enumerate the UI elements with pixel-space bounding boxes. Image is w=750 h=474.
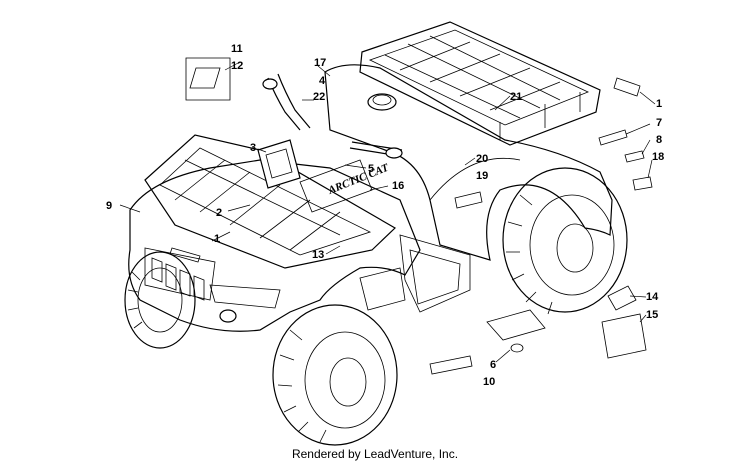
handlebar [257, 73, 403, 189]
callout-8: 8 [656, 134, 662, 146]
callout-3: 3 [250, 142, 256, 154]
front-rack [144, 134, 396, 269]
decal-18 [632, 176, 653, 191]
callout-10: 10 [483, 376, 495, 388]
callout-5: 5 [368, 163, 374, 175]
callout-21: 21 [510, 91, 522, 103]
rear-fender [324, 64, 613, 261]
callout-18: 18 [652, 151, 664, 163]
callout-7: 7 [656, 117, 662, 129]
front-grille [151, 247, 205, 301]
wheel-front-left [124, 251, 196, 349]
headlight [219, 309, 237, 323]
footwell [359, 234, 471, 313]
leader-lines [119, 61, 656, 363]
decal-7 [598, 129, 628, 146]
callout-13: 13 [312, 249, 324, 261]
callout-11: 11 [231, 43, 243, 55]
callout-labels: 11 12 17 4 22 3 5 16 20 19 21 1 7 8 18 9… [106, 43, 664, 388]
callout-19: 19 [476, 170, 488, 182]
callout-20: 20 [476, 153, 488, 165]
callout-6: 6 [490, 359, 496, 371]
callout-16: 16 [392, 180, 404, 192]
callout-1-right: 1 [656, 98, 662, 110]
decal-floor [486, 309, 546, 341]
callout-9: 9 [106, 200, 112, 212]
decal-10 [429, 355, 473, 375]
callout-4: 4 [319, 75, 326, 87]
wheel-front-right [272, 304, 398, 446]
render-credit: Rendered by LeadVenture, Inc. [291, 447, 459, 461]
decal-8 [624, 150, 645, 163]
decal-6 [510, 343, 524, 353]
decal-14-15 [601, 285, 647, 359]
callout-15: 15 [646, 309, 658, 321]
fuel-cap [367, 93, 397, 111]
callout-17: 17 [314, 57, 326, 69]
wheel-rear-right [502, 167, 628, 315]
decal-11-12 [185, 57, 231, 101]
callout-22: 22 [313, 91, 325, 103]
decal-1-right [613, 77, 641, 97]
callout-2: 2 [216, 207, 222, 219]
callout-12: 12 [231, 60, 243, 72]
callout-14: 14 [646, 291, 659, 303]
rear-rack [359, 21, 601, 146]
callout-1-front: 1 [214, 233, 220, 245]
